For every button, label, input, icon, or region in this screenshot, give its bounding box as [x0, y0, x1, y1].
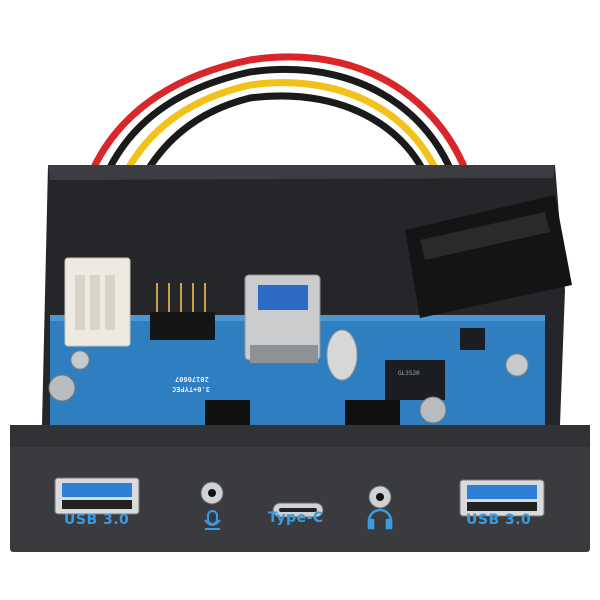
- microphone-icon: [204, 510, 221, 530]
- pcb-model-text: 3.0+TYPEC: [172, 385, 210, 393]
- internal-usb-port: [244, 274, 321, 363]
- pcb-date-text: 20170607: [175, 375, 209, 383]
- usb3-port-right[interactable]: [459, 479, 545, 517]
- usb3-left-label: USB 3.0: [64, 512, 130, 528]
- crystal-oscillator: [326, 329, 358, 381]
- mic-jack[interactable]: [200, 481, 224, 505]
- usb3-right-label: USB 3.0: [466, 512, 532, 528]
- usb-type-c-port[interactable]: [272, 502, 324, 518]
- chip-label: GL3520: [398, 370, 420, 377]
- molex-connector: [64, 257, 131, 347]
- controller-chip: [385, 360, 445, 400]
- screw: [505, 353, 529, 377]
- usb3-port-left[interactable]: [54, 477, 140, 515]
- capacitor: [419, 396, 447, 424]
- headphone-jack[interactable]: [368, 485, 392, 509]
- front-panel: [10, 425, 590, 552]
- capacitor: [48, 374, 76, 402]
- screw: [70, 350, 90, 370]
- type-c-label: Type-C: [268, 510, 324, 526]
- headphones-icon: [367, 508, 393, 530]
- sata-power-connector: [405, 195, 572, 318]
- pin-header: [150, 283, 215, 340]
